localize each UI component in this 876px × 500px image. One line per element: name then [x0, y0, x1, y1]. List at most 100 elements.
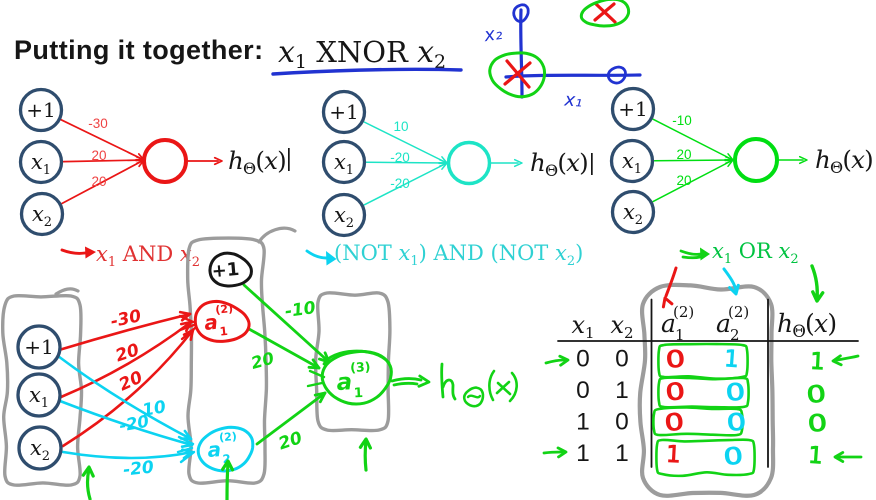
net-nor-input-node-0 [321, 89, 367, 135]
net-nor-weight-2: -20 [390, 176, 410, 191]
table-mark-a2-r1: 0 [724, 378, 746, 407]
hand-input-node-1 [16, 372, 62, 418]
net-and-link-1 [62, 159, 145, 163]
caption-or-part4: 2 [790, 252, 798, 267]
caption-or-part3: x [779, 239, 791, 263]
net-and-weight-2: 20 [91, 174, 106, 189]
net-or-link-1 [653, 159, 734, 162]
hand-a21-label-sub: 1 [219, 324, 228, 339]
table-row0-right-arrow [835, 354, 860, 362]
table-header-a22-sup: (2) [728, 303, 749, 321]
hand-red-link-1 [59, 320, 193, 399]
net-nor-node-label-x2-part1: 2 [346, 216, 354, 231]
caption-and-part0: x [96, 242, 108, 266]
table-row3-left-arrow-head [556, 446, 568, 459]
title-math-part1: 1 [295, 51, 307, 73]
net-and-node-label-x2: x2 [32, 202, 52, 230]
hand-bias-label: +1 [211, 259, 240, 282]
net-nor-node-label-bias-part0: +1 [329, 100, 358, 124]
net-and-output-label-part1: Θ [243, 159, 256, 178]
net-and-weight-0: -30 [88, 116, 108, 131]
table-header-a22-sub: 2 [730, 326, 740, 344]
table-header-h-part1: Θ [792, 322, 805, 341]
net-nor-cursor-artifact [591, 153, 593, 175]
hand-a22-label: a(2)2 [207, 430, 238, 466]
sketch-x1-axis [504, 73, 642, 79]
hand-bias-node [208, 251, 253, 288]
table-header-x2-part0: x [610, 311, 624, 339]
hand-weight-2: 20 [116, 367, 146, 395]
hand-green-link-2 [255, 391, 327, 446]
table-header-h-part4: ) [827, 309, 836, 338]
hand-up-arrow-layer1-head [81, 465, 95, 478]
title-math-part3: x [417, 35, 434, 70]
hand-red-arrow-scribble [178, 314, 197, 341]
title-math-part4: 2 [434, 51, 446, 73]
caption-nor-part1: x [398, 241, 410, 265]
caption-or-part0: x [712, 239, 724, 263]
table-cell-x1-r0: 0 [576, 346, 590, 373]
net-or-link-2 [652, 159, 734, 203]
table-cell-x2-r2: 0 [615, 409, 629, 436]
hand-a31-label: a(3)1 [336, 359, 371, 401]
table-cell-x2-r1: 1 [615, 377, 629, 404]
hand-cyan-link-1 [58, 399, 194, 447]
net-nor-node-label-x2-part0: x [334, 203, 346, 227]
hand-red-link-2 [61, 328, 195, 448]
net-or-output-node [733, 137, 779, 183]
net-nor-output-label-part4: ) [579, 148, 588, 177]
table-mark-h-r2: 0 [806, 409, 828, 438]
table-cell-x2-r0: 0 [615, 346, 629, 373]
hand-a21-label: a(2)1 [203, 302, 234, 339]
table-row3-right-arrow-head [833, 451, 845, 463]
caption-nor-arrow [305, 249, 328, 260]
hand-output-arrow [390, 377, 423, 387]
table-header-a21-base: a [661, 309, 676, 338]
hand-input-label-x1: x1 [29, 383, 49, 411]
hand-weight-6: -10 [284, 298, 317, 322]
hand-output-label [440, 362, 518, 408]
table-header-h-part3: x [814, 309, 828, 338]
net-or-node-label-x2: x2 [623, 200, 643, 228]
table-row-highlight-2 [652, 406, 744, 437]
table-cell-x1-r2: 1 [576, 409, 590, 436]
hand-a31-node-retrace [322, 349, 391, 366]
table-header-x1-part1: 1 [585, 324, 595, 342]
net-and-node-label-x1-part1: 1 [43, 163, 51, 178]
caption-nor-part6: ) [575, 241, 583, 265]
hand-layer2-box-tail [257, 226, 297, 244]
net-nor-link-1 [365, 161, 448, 164]
net-nor-output-label-part2: ( [557, 148, 566, 177]
net-and-node-label-bias: +1 [26, 98, 55, 122]
table-row0-left-arrow-head [558, 354, 570, 367]
net-and-node-label-bias-part0: +1 [26, 98, 55, 122]
net-or-node-label-x2-part0: x [623, 200, 635, 224]
hand-green-link-2-arrowhead [313, 391, 327, 404]
caption-and-part2: AND [116, 242, 180, 266]
table-mark-h-r0-text: 1 [809, 349, 825, 376]
table-header-x2: x2 [610, 311, 633, 342]
net-and-output-label-part2: ( [255, 146, 264, 175]
hand-input-label-bias: +1 [24, 335, 53, 359]
table-header-a21-sup: (2) [673, 303, 694, 321]
table-header-x1-part0: x [571, 311, 585, 339]
table-mark-h-r2-text: 0 [807, 410, 828, 438]
table-mark-a2-r2: 0 [725, 408, 747, 437]
hand-layer1-box-tail [54, 287, 80, 296]
title-math-part0: x [278, 35, 295, 70]
table-header-a21: a(2)1 [661, 303, 694, 344]
table-mark-a1-r3: 1 [665, 441, 682, 469]
net-and-node-label-x1: x1 [31, 150, 51, 178]
table-cell-x2-r3: 1 [615, 440, 629, 467]
table-mark-h-r1: 0 [805, 380, 828, 409]
net-or-node-label-x1-part0: x [622, 149, 634, 173]
net-or-output-label-part2: ( [842, 145, 851, 174]
table-header-h-part2: ( [805, 309, 814, 338]
hand-weight-1: 20 [113, 340, 142, 366]
hand-weight-7: 20 [249, 349, 276, 373]
table-mark-a2-r3: 0 [722, 442, 745, 471]
table-hand-box [637, 282, 776, 498]
hand-a21-label-base: a [203, 310, 219, 335]
net-nor-node-label-x1-part1: 1 [346, 163, 354, 178]
table-header-a22-base: a [716, 309, 731, 338]
